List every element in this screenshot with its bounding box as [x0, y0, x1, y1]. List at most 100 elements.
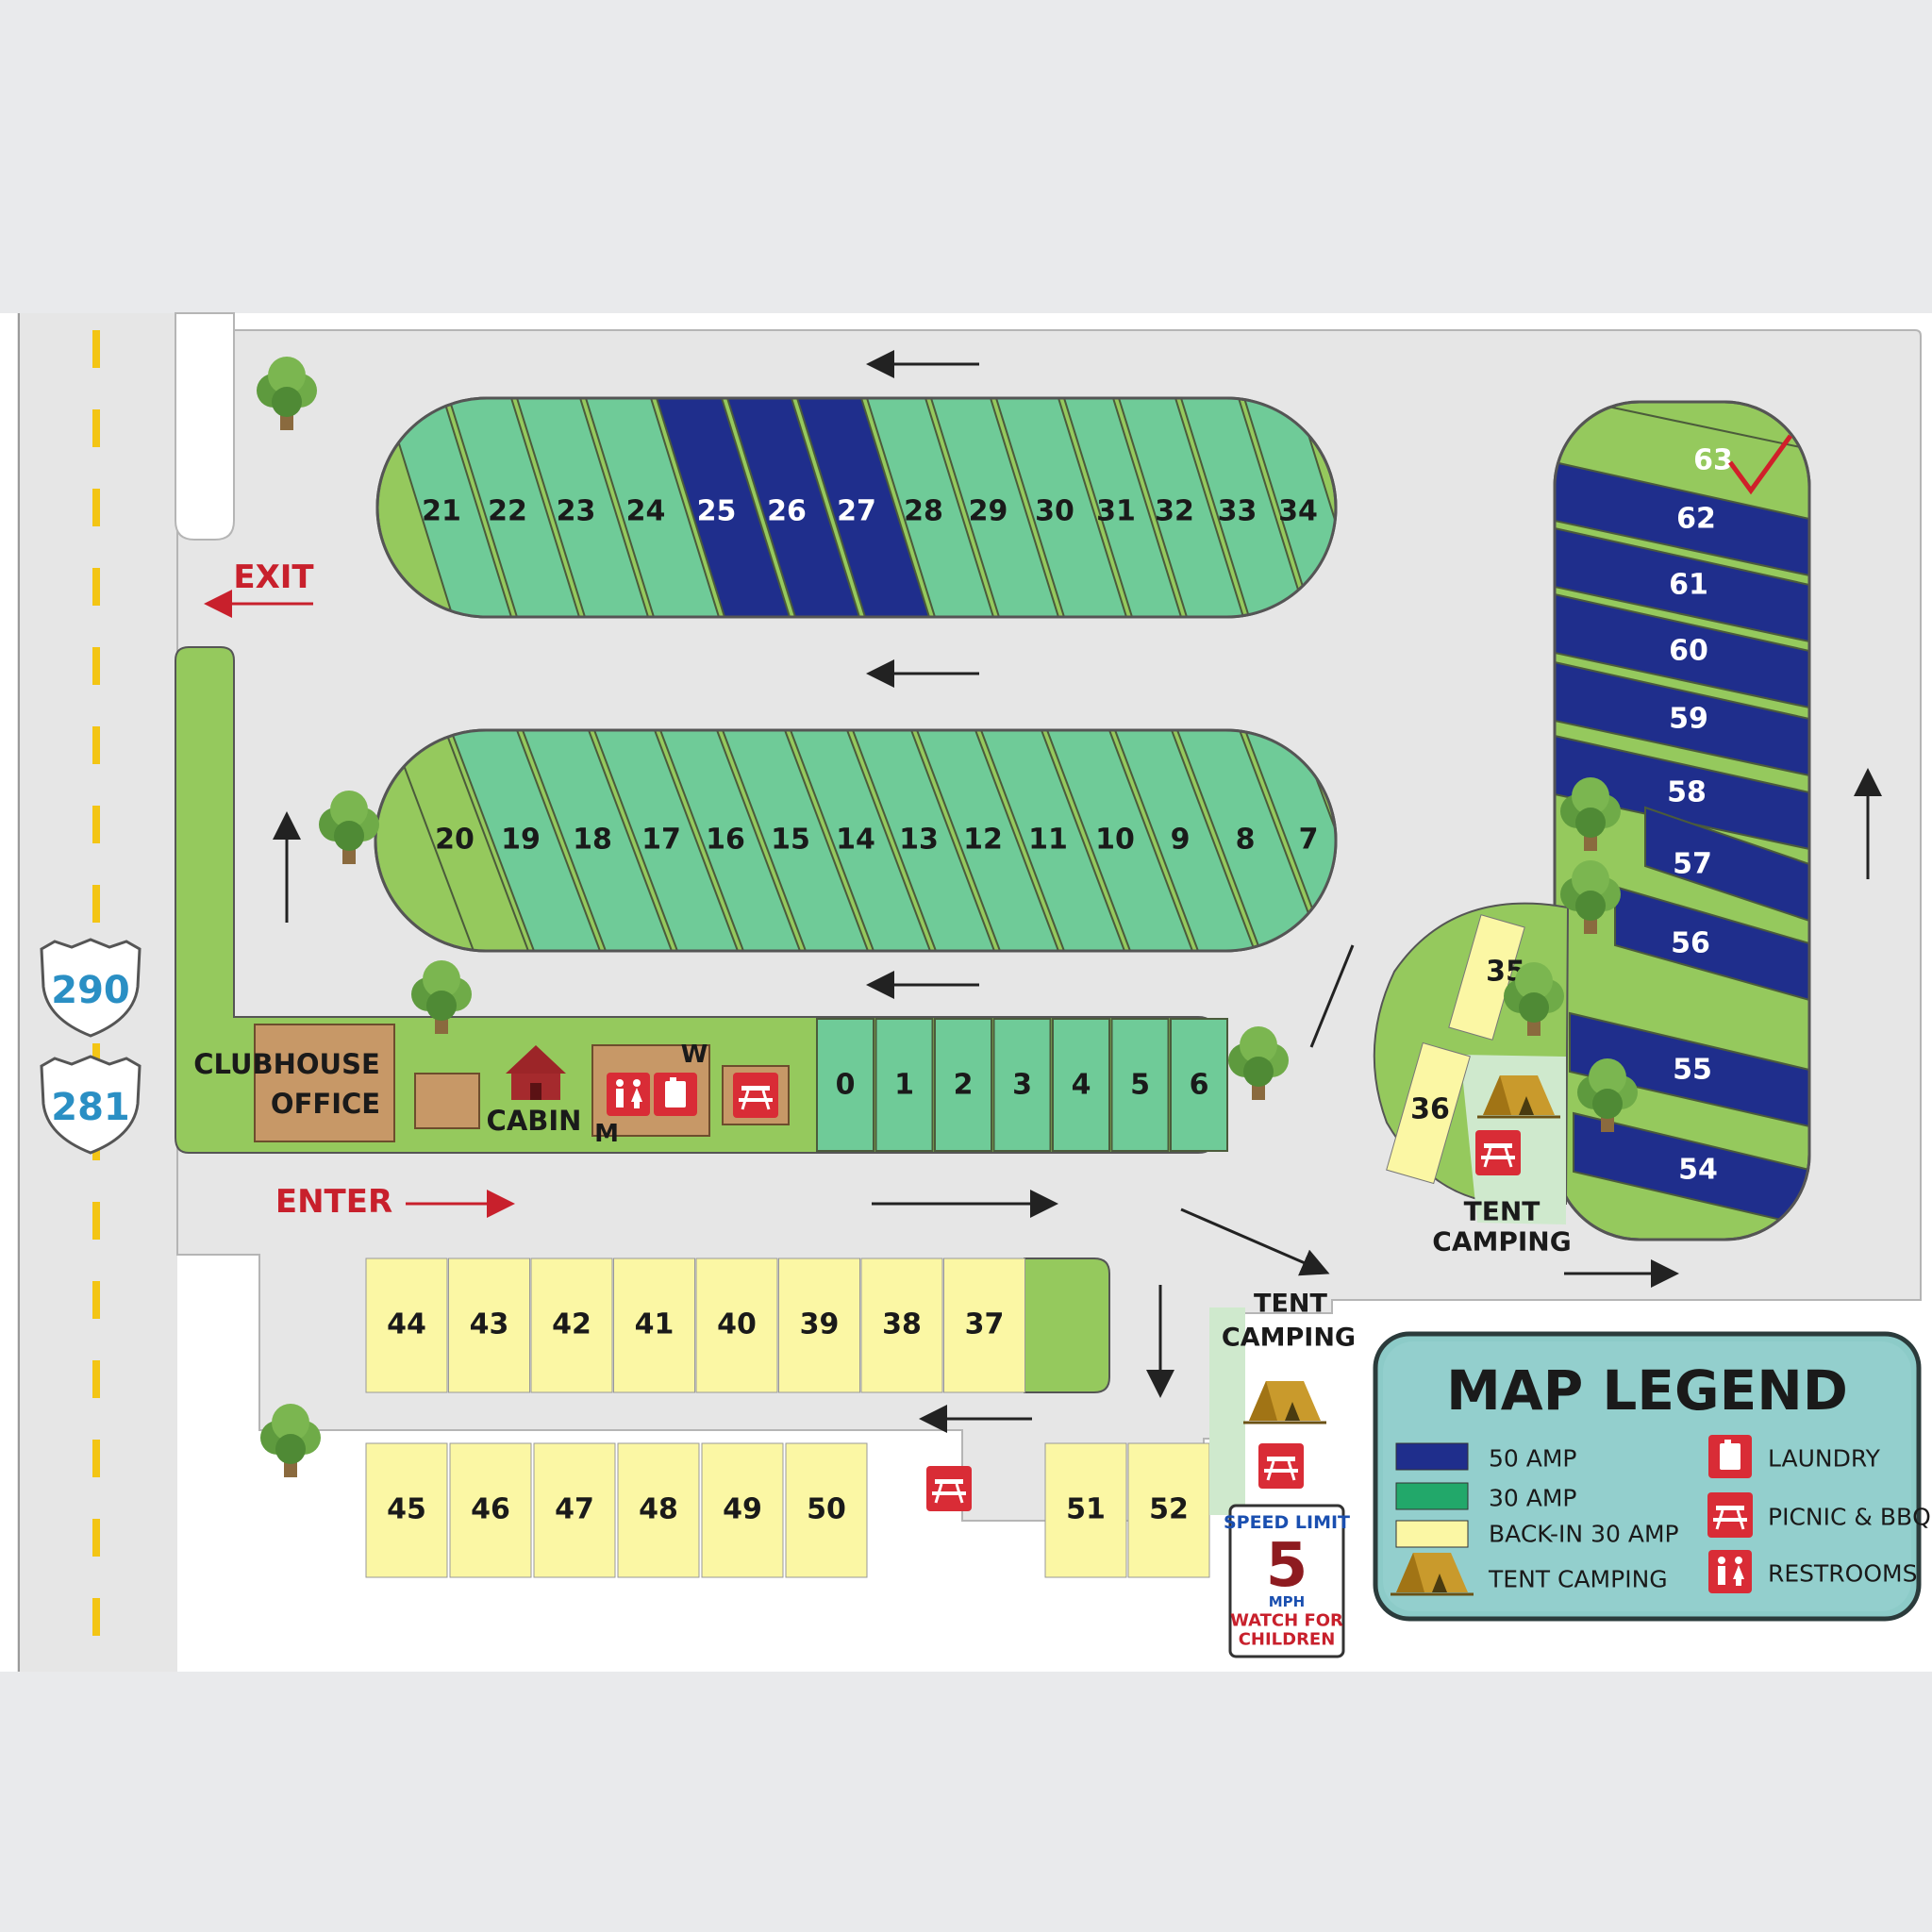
site-23[interactable]	[515, 398, 650, 617]
tent-site-36[interactable]	[1386, 1041, 1471, 1185]
site-26[interactable]	[725, 398, 861, 617]
site-61[interactable]	[1555, 526, 1809, 643]
site-30[interactable]	[994, 398, 1128, 617]
site-31[interactable]	[1062, 398, 1183, 617]
site-6[interactable]	[1170, 1018, 1228, 1152]
site-13[interactable]	[851, 730, 996, 951]
site-24[interactable]	[584, 398, 721, 617]
site-30-label: 30	[1035, 495, 1074, 528]
cabin-label: CABIN	[487, 1105, 582, 1137]
site-11[interactable]	[979, 730, 1126, 951]
island-top	[175, 312, 235, 541]
site-50[interactable]	[785, 1442, 868, 1578]
legend-picnic: PICNIC & BBQ	[1768, 1504, 1931, 1531]
camping-label-1: CAMPING	[1222, 1324, 1356, 1353]
site-4[interactable]	[1052, 1018, 1110, 1152]
site-58-label: 58	[1667, 776, 1707, 809]
legend-title: MAP LEGEND	[1446, 1358, 1848, 1423]
site-45[interactable]	[365, 1442, 448, 1578]
site-5[interactable]	[1110, 1018, 1170, 1152]
legend-backin: BACK-IN 30 AMP	[1489, 1521, 1679, 1548]
site-48-label: 48	[639, 1493, 678, 1526]
site-32-label: 32	[1155, 495, 1194, 528]
site-22[interactable]	[447, 398, 581, 617]
site-20[interactable]	[389, 730, 530, 951]
site-37[interactable]	[943, 1257, 1025, 1393]
site-3[interactable]	[992, 1018, 1052, 1152]
clubhouse-office[interactable]	[254, 1024, 395, 1142]
site-12-label: 12	[963, 824, 1003, 857]
site-28-label: 28	[904, 495, 943, 528]
site-55[interactable]	[1569, 1011, 1809, 1128]
site-52[interactable]	[1127, 1442, 1210, 1578]
site-47-label: 47	[555, 1493, 594, 1526]
site-10[interactable]	[1045, 730, 1194, 951]
site-62-label: 62	[1676, 503, 1716, 536]
site-21[interactable]	[383, 398, 513, 617]
site-29[interactable]	[929, 398, 1060, 617]
site-56[interactable]	[1614, 885, 1809, 1002]
picnic-icon-lower	[924, 1464, 974, 1513]
legend-restrooms: RESTROOMS	[1768, 1560, 1917, 1588]
site-58[interactable]	[1555, 734, 1809, 851]
cabin-icon[interactable]	[506, 1045, 566, 1100]
site-43[interactable]	[448, 1257, 530, 1393]
site-18[interactable]	[521, 730, 674, 951]
legend-restroom-icon	[1708, 1550, 1752, 1593]
site-19[interactable]	[449, 730, 602, 951]
legend-laundry: LAUNDRY	[1768, 1445, 1881, 1473]
legend-swatch-backin	[1395, 1520, 1469, 1548]
site-51[interactable]	[1044, 1442, 1127, 1578]
site-14-label: 14	[836, 824, 875, 857]
laundry-icon	[654, 1073, 697, 1116]
site-54[interactable]	[1573, 1111, 1809, 1228]
speed-limit-sign: SPEED LIMIT 5 MPH WATCH FOR CHILDREN	[1224, 1504, 1350, 1658]
site-62[interactable]	[1555, 460, 1809, 577]
site-14[interactable]	[789, 730, 932, 951]
site-41[interactable]	[613, 1257, 695, 1393]
site-48[interactable]	[617, 1442, 700, 1578]
site-27[interactable]	[795, 398, 931, 617]
site-60[interactable]	[1555, 592, 1809, 709]
site-7[interactable]	[1243, 730, 1381, 951]
site-51-label: 51	[1066, 1493, 1106, 1526]
site-33[interactable]	[1179, 398, 1308, 617]
picnic-icon-right	[1474, 1128, 1523, 1177]
site-38[interactable]	[860, 1257, 943, 1393]
site-0[interactable]	[816, 1018, 874, 1152]
tent-site-35[interactable]	[1448, 914, 1525, 1041]
traffic-arrows	[273, 350, 1882, 1433]
site-49[interactable]	[701, 1442, 784, 1578]
tent-site-36-label: 36	[1410, 1093, 1450, 1126]
tent-label-right-1: TENT	[1464, 1196, 1541, 1227]
legend-picnic-icon	[1706, 1491, 1755, 1540]
site-9[interactable]	[1113, 730, 1257, 951]
speed-line1: SPEED LIMIT	[1224, 1512, 1350, 1533]
site-16-label: 16	[706, 824, 745, 857]
site-46[interactable]	[449, 1442, 532, 1578]
site-40[interactable]	[695, 1257, 778, 1393]
site-32[interactable]	[1117, 398, 1245, 617]
site-1[interactable]	[874, 1018, 934, 1152]
site-47[interactable]	[533, 1442, 616, 1578]
site-39[interactable]	[778, 1257, 860, 1393]
site-24-label: 24	[626, 495, 666, 528]
site-28[interactable]	[865, 398, 995, 617]
site-42[interactable]	[530, 1257, 613, 1393]
site-17[interactable]	[592, 730, 740, 951]
tent-area-center	[1209, 1307, 1245, 1515]
site-2[interactable]	[934, 1018, 992, 1152]
site-16[interactable]	[658, 730, 802, 951]
site-38-label: 38	[882, 1308, 922, 1341]
legend-swatch-50amp	[1395, 1442, 1469, 1471]
highway-shield-281: 281	[40, 1055, 142, 1155]
site-25[interactable]	[655, 398, 791, 617]
site-59[interactable]	[1555, 660, 1809, 777]
site-8[interactable]	[1175, 730, 1324, 951]
site-44[interactable]	[365, 1257, 448, 1393]
site-57[interactable]	[1644, 806, 1809, 923]
site-12[interactable]	[915, 730, 1060, 951]
site-15[interactable]	[721, 730, 870, 951]
